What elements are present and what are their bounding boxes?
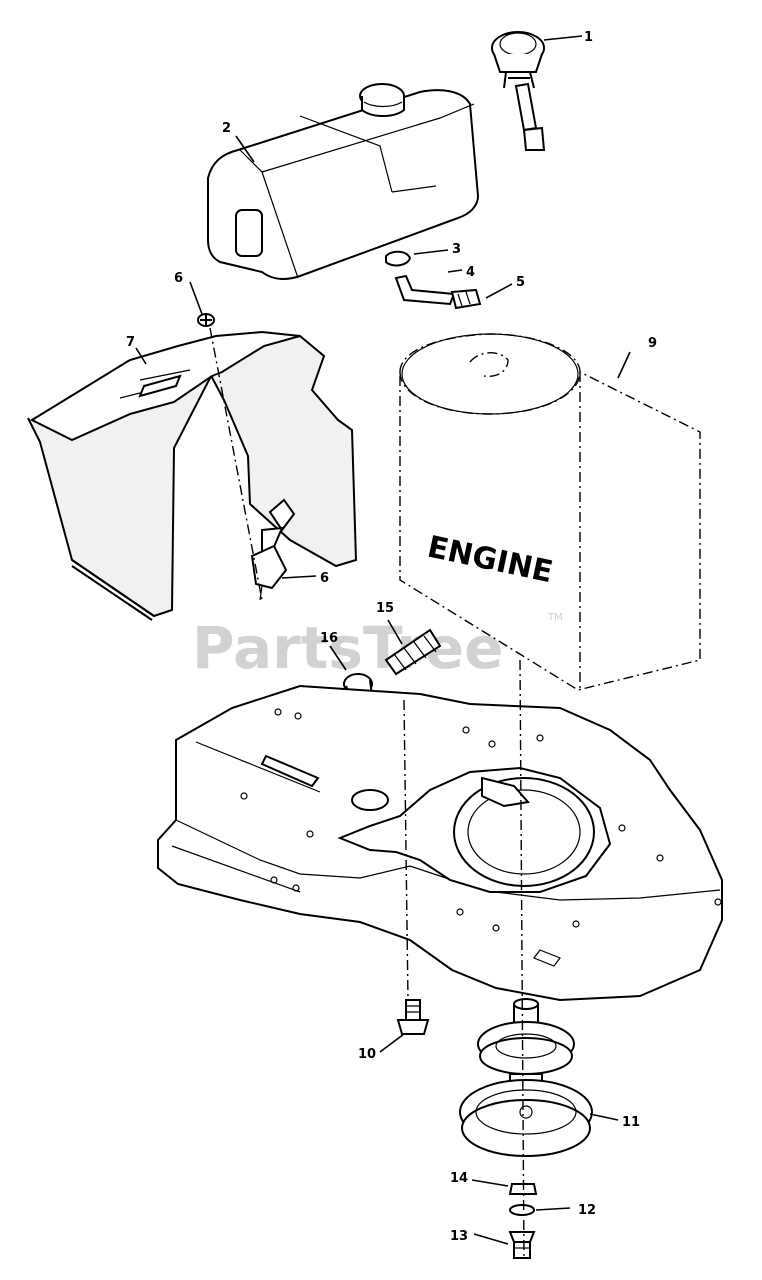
callout-4: 4 [466,265,475,280]
fuel-line-assembly[interactable] [385,250,482,310]
callout-15: 15 [376,601,394,616]
callout-12: 12 [578,1203,596,1218]
chassis-frame[interactable] [157,684,723,1002]
bolt[interactable] [396,999,430,1035]
callout-5: 5 [516,275,525,290]
pulley-assembly[interactable] [459,998,593,1157]
callout-11: 11 [622,1115,640,1130]
fuel-tank[interactable] [207,83,480,280]
callout-1: 1 [584,30,593,45]
fuel-cap-gauge[interactable] [491,31,546,151]
callout-3: 3 [452,242,461,257]
center-lines [209,327,525,1261]
engine-label: ENGINE [424,530,556,591]
callout-14: 14 [450,1171,468,1186]
callout-13: 13 [450,1229,468,1244]
control-panel-bracket[interactable] [27,330,358,621]
washer[interactable] [509,1204,535,1216]
leader-lines [135,35,631,1245]
callout-10: 10 [358,1047,376,1062]
callout-2: 2 [222,121,231,136]
watermark-text: PartsTree [192,614,503,682]
watermark-trademark: TM [547,612,563,623]
callout-6-top: 6 [174,271,183,286]
cap-screw[interactable] [508,1231,536,1259]
callout-16: 16 [320,631,338,646]
watermark: PartsTree TM [192,612,563,682]
callout-7: 7 [126,335,135,350]
callout-6-bottom: 6 [320,571,329,586]
throttle-control[interactable] [250,498,296,601]
callout-9: 9 [648,336,657,351]
spring[interactable] [384,628,442,676]
callouts: 1 2 3 4 5 6 6 7 9 10 11 12 13 14 15 16 [126,30,657,1244]
screw-top[interactable] [197,313,215,327]
